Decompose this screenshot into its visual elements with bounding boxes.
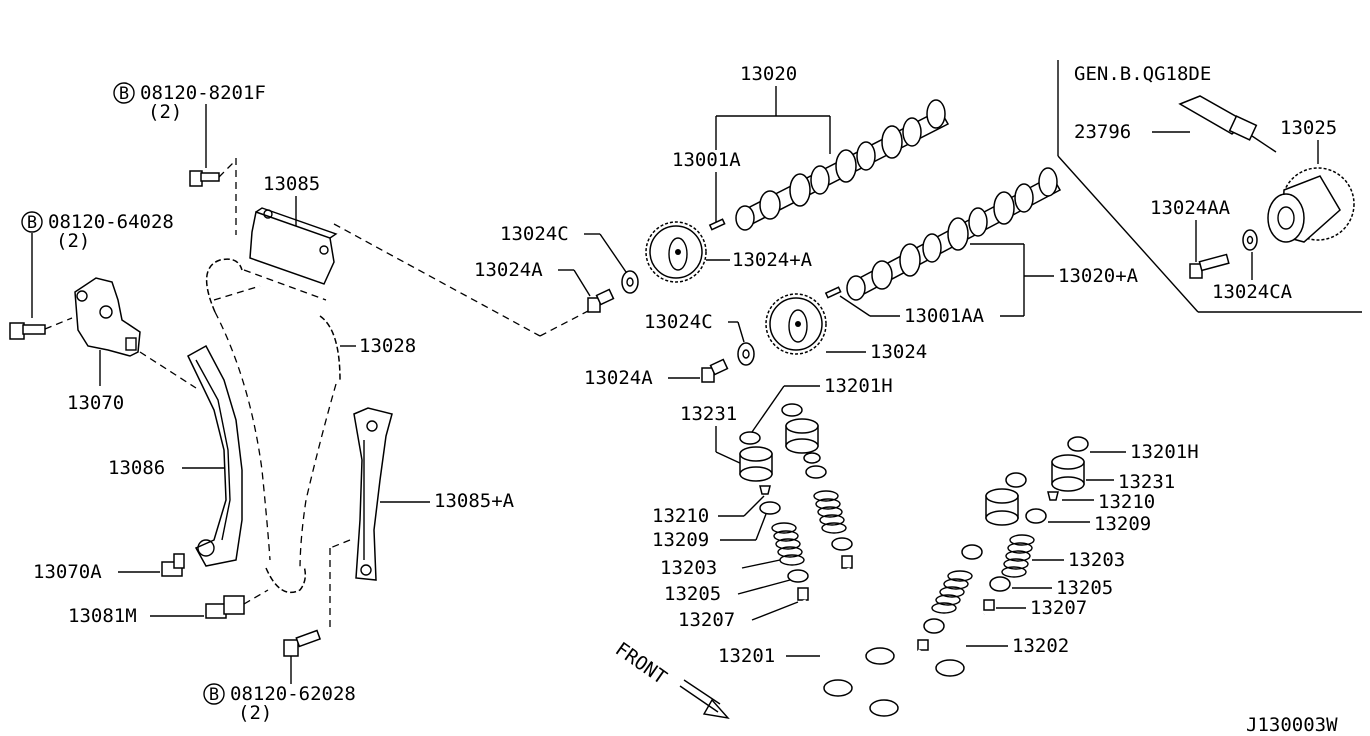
- front-arrow: [679, 679, 730, 720]
- bolt-left-callout: B 08120-64028 (2): [21, 211, 174, 318]
- cam-sprocket-13024A: [645, 221, 707, 283]
- label-13024CA: 13024CA: [1212, 281, 1293, 303]
- variant-label: GEN.B.QG18DE: [1074, 63, 1211, 85]
- collet-13210-2: [1047, 491, 1059, 501]
- bolt-13024AA: [1189, 253, 1230, 279]
- bolt-marker-top: B: [119, 84, 129, 104]
- washer-13024C-1: [621, 270, 639, 294]
- retainer-13209-2: [1025, 508, 1047, 524]
- collet-13210-1: [759, 485, 771, 495]
- label-13205-1: 13205: [664, 583, 721, 605]
- dowel-pin-13001A: [708, 218, 726, 231]
- front-label: FRONT: [611, 638, 670, 689]
- label-13203-2: 13203: [1068, 549, 1125, 571]
- bolt-bottom-callout: B 08120-62028 (2): [203, 683, 356, 724]
- label-13210-2: 13210: [1098, 491, 1155, 513]
- valve-seal-13207-1: [797, 587, 809, 601]
- label-13024C-1: 13024C: [500, 223, 569, 245]
- chain-tensioner-13070: [74, 277, 141, 357]
- valve-13201: [802, 599, 853, 697]
- bolt-marker-bottom: B: [209, 685, 219, 705]
- label-13210-1: 13210: [652, 505, 709, 527]
- label-13024: 13024: [870, 341, 927, 363]
- label-23796: 23796: [1074, 121, 1131, 143]
- shim-13201H-2: [1067, 436, 1089, 452]
- label-13207-2: 13207: [1030, 597, 1087, 619]
- label-13209-1: 13209: [652, 529, 709, 551]
- washer-13024C-2: [737, 342, 755, 366]
- shim-rear-1: [781, 403, 803, 417]
- label-13020A: 13020+A: [1058, 265, 1139, 287]
- valve-13202: [935, 613, 986, 677]
- timing-chain: [205, 258, 341, 594]
- valve-spring-13203-2: [1001, 534, 1035, 578]
- label-13085A: 13085+A: [434, 490, 515, 512]
- bolt-marker-left: B: [27, 213, 37, 233]
- label-13201H-2: 13201H: [1130, 441, 1199, 463]
- label-13024A-plus: 13024+A: [732, 249, 813, 271]
- bolt-top-callout: B 08120-8201F (2): [113, 82, 266, 168]
- label-13024AA: 13024AA: [1150, 197, 1231, 219]
- label-13231-1: 13231: [680, 403, 737, 425]
- valve-seal-13207-2: [983, 599, 995, 611]
- pivot-13081M: [205, 589, 269, 619]
- pivot-13070A: [161, 553, 185, 577]
- label-13070: 13070: [67, 392, 124, 414]
- label-13203-1: 13203: [660, 557, 717, 579]
- label-13001AA: 13001AA: [904, 305, 985, 327]
- chain-guide-13085A: [353, 407, 393, 581]
- spring-seat-13205-2: [989, 576, 1011, 592]
- label-13081M: 13081M: [68, 605, 137, 627]
- bolt-bottom-label: 08120-62028: [230, 683, 356, 705]
- label-13024C-2: 13024C: [644, 311, 713, 333]
- spring-seat-13205-1: [787, 569, 809, 583]
- diagram-code: J130003W: [1246, 714, 1338, 736]
- valve-lifter-rear-1: [785, 418, 819, 454]
- label-13024A-1: 13024A: [474, 259, 543, 281]
- intake-camshaft-13020: [735, 99, 950, 231]
- label-13207-1: 13207: [678, 609, 735, 631]
- label-13070A: 13070A: [33, 561, 102, 583]
- bolt-bottom-part: [283, 629, 322, 657]
- bolt-left-part: [9, 317, 73, 340]
- valve-lifter-13231-2: [1051, 454, 1085, 492]
- bolt-left-qty: (2): [56, 230, 90, 252]
- retainer-13209-1: [759, 501, 781, 515]
- valve-rear-2: [869, 472, 1027, 717]
- label-13201H-1: 13201H: [824, 375, 893, 397]
- label-13202: 13202: [1012, 635, 1069, 657]
- valve-rear-1: [803, 452, 895, 665]
- label-13020: 13020: [740, 63, 797, 85]
- exhaust-camshaft-13020A: [846, 167, 1062, 301]
- bolt-left-label: 08120-64028: [48, 211, 174, 233]
- bolt-top-label: 08120-8201F: [140, 82, 266, 104]
- dowel-pin-13001AA: [824, 286, 842, 299]
- shim-13201H-1: [739, 431, 761, 445]
- label-13205-2: 13205: [1056, 577, 1113, 599]
- washer-13024CA: [1242, 229, 1258, 251]
- cam-sprocket-13024: [765, 293, 827, 355]
- bolt-13024A-1: [587, 288, 615, 313]
- label-13231-2: 13231: [1118, 471, 1175, 493]
- label-13001A: 13001A: [672, 149, 741, 171]
- cam-sensor-23796: [1178, 95, 1277, 153]
- vtc-sprocket-13025: [1267, 167, 1355, 243]
- bolt-top-qty: (2): [148, 101, 182, 123]
- label-13085: 13085: [263, 173, 320, 195]
- label-13086: 13086: [108, 457, 165, 479]
- label-13025: 13025: [1280, 117, 1337, 139]
- valve-lifter-13231-1: [739, 446, 773, 482]
- bolt-bottom-qty: (2): [238, 702, 272, 724]
- label-13024A-2: 13024A: [584, 367, 653, 389]
- label-13028: 13028: [359, 335, 416, 357]
- bolt-top-part: [189, 159, 237, 187]
- slack-guide-13086: [187, 344, 243, 567]
- label-13201: 13201: [718, 645, 775, 667]
- valve-spring-13203-1: [771, 522, 805, 566]
- upper-chain-guide-13085: [249, 207, 338, 285]
- label-13209-2: 13209: [1094, 513, 1151, 535]
- bolt-13024A-2: [701, 358, 729, 383]
